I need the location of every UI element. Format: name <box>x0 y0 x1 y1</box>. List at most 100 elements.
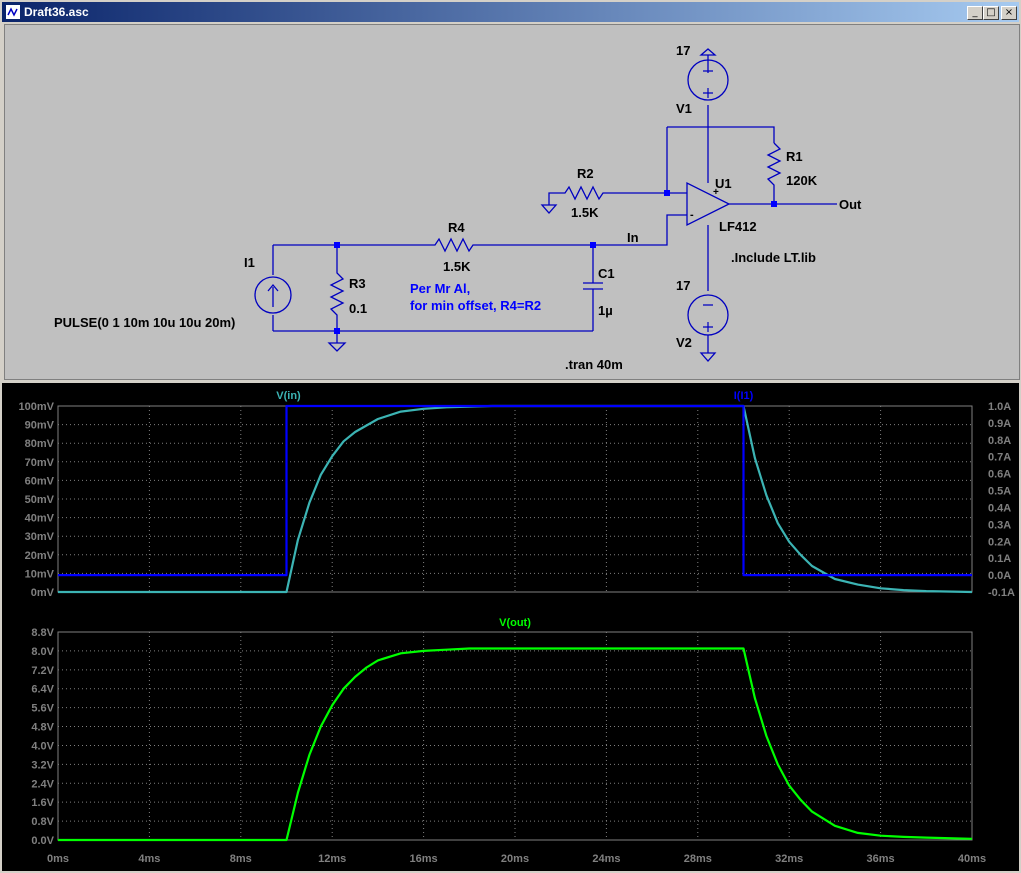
top-left-tick: 0mV <box>31 587 55 599</box>
bottom-left-tick: 2.4V <box>31 778 54 790</box>
r2-ground-symbol <box>540 204 558 214</box>
i1-name-label: I1 <box>244 255 255 270</box>
r4-name-label: R4 <box>448 220 465 235</box>
schematic-canvas[interactable]: 17 V1 R1 120K U1 LF412 + - Out R2 1.5K R… <box>5 25 1019 379</box>
include-directive[interactable]: .Include LT.lib <box>731 250 816 265</box>
net-out-label: Out <box>839 197 862 212</box>
maximize-button[interactable]: □ <box>983 6 999 20</box>
top-right-tick: 0.8A <box>988 435 1011 447</box>
r2-value-label: 1.5K <box>571 205 599 220</box>
trace-label-ii1[interactable]: I(I1) <box>734 390 754 402</box>
x-tick-label: 12ms <box>318 853 346 865</box>
r1-name-label: R1 <box>786 149 803 164</box>
top-plot-pane[interactable]: 100mV90mV80mV70mV60mV50mV40mV30mV20mV10m… <box>19 390 1015 599</box>
bottom-left-tick: 0.0V <box>31 835 54 847</box>
r2-symbol <box>548 185 687 205</box>
bottom-left-tick: 8.0V <box>31 646 54 658</box>
title-bar[interactable]: Draft36.asc _ □ × <box>2 2 1019 22</box>
ltspice-app-icon <box>6 5 20 19</box>
r4-value-label: 1.5K <box>443 259 471 274</box>
r3-symbol <box>329 245 345 331</box>
x-tick-label: 4ms <box>138 853 160 865</box>
close-button[interactable]: × <box>1001 6 1017 20</box>
x-tick-label: 8ms <box>230 853 252 865</box>
top-right-tick: 0.6A <box>988 469 1011 481</box>
opamp-plus-sign: + <box>713 187 719 198</box>
r3-name-label: R3 <box>349 276 366 291</box>
top-left-tick: 70mV <box>25 457 55 469</box>
trace-label-vout[interactable]: V(out) <box>499 617 531 629</box>
x-tick-label: 32ms <box>775 853 803 865</box>
v1-top-wire <box>699 48 717 73</box>
opamp-minus-sign: - <box>690 209 694 221</box>
wires <box>254 48 837 362</box>
source-polarity <box>703 70 713 332</box>
r2-name-label: R2 <box>577 166 594 181</box>
top-left-tick: 10mV <box>25 568 55 580</box>
top-left-tick: 50mV <box>25 494 55 506</box>
top-right-tick: 1.0A <box>988 401 1011 413</box>
window-title: Draft36.asc <box>24 5 89 19</box>
bottom-left-tick: 1.6V <box>31 797 54 809</box>
bottom-left-tick: 0.8V <box>31 816 54 828</box>
top-left-tick: 40mV <box>25 513 55 525</box>
comment-line1[interactable]: Per Mr Al, <box>410 281 470 296</box>
r1-symbol <box>766 142 782 187</box>
top-right-tick: 0.2A <box>988 536 1011 548</box>
top-right-tick: -0.1A <box>988 587 1015 599</box>
top-right-tick: 0.7A <box>988 452 1011 464</box>
top-right-tick: 0.4A <box>988 502 1011 514</box>
c1-value-label: 1µ <box>598 303 613 318</box>
top-left-tick: 20mV <box>25 550 55 562</box>
v1-value-label: 17 <box>676 43 690 58</box>
top-right-tick: 0.3A <box>988 519 1011 531</box>
bottom-left-tick: 8.8V <box>31 627 54 639</box>
u1-name-label: U1 <box>715 176 732 191</box>
top-left-tick: 30mV <box>25 531 55 543</box>
bottom-left-tick: 6.4V <box>31 684 54 696</box>
v2-name-label: V2 <box>676 335 692 350</box>
x-tick-label: 40ms <box>958 853 986 865</box>
bottom-plot-pane[interactable]: 8.8V 8.0V 7.2V 6.4V 5.6V 4.8V 4.0V 3.2V 2.4V 1.6V… <box>31 617 986 865</box>
bottom-left-tick: 5.6V <box>31 703 54 715</box>
comment-line2[interactable]: for min offset, R4=R2 <box>410 298 541 313</box>
opamp-triangle <box>686 181 731 227</box>
top-right-tick: 0.1A <box>988 553 1011 565</box>
x-tick-label: 36ms <box>867 853 895 865</box>
r1-value-label: 120K <box>786 173 818 188</box>
v1-source-symbol <box>687 59 729 101</box>
junction-dots <box>334 190 777 334</box>
minimize-button[interactable]: _ <box>967 6 983 20</box>
top-right-tick: 0.0A <box>988 570 1011 582</box>
bottom-left-tick: 7.2V <box>31 665 54 677</box>
net-in-label: In <box>627 230 639 245</box>
x-tick-label: 28ms <box>684 853 712 865</box>
top-right-tick: 0.5A <box>988 486 1011 498</box>
x-tick-label: 24ms <box>592 853 620 865</box>
i1-value-label: PULSE(0 1 10m 10u 10u 20m) <box>54 315 235 330</box>
trace-ii1[interactable] <box>58 404 972 577</box>
top-left-tick: 90mV <box>25 420 55 432</box>
x-tick-label: 0ms <box>47 853 69 865</box>
r4-symbol <box>337 237 593 253</box>
schematic-editor[interactable]: 17 V1 R1 120K U1 LF412 + - Out R2 1.5K R… <box>4 24 1020 380</box>
bottom-left-tick: 4.8V <box>31 722 54 734</box>
bottom-left-tick: 3.2V <box>31 759 54 771</box>
v1-name-label: V1 <box>676 101 692 116</box>
v2-ground-symbol <box>699 335 717 362</box>
bottom-left-tick: 4.0V <box>31 740 54 752</box>
top-left-tick: 60mV <box>25 475 55 487</box>
v2-value-label: 17 <box>676 278 690 293</box>
trace-vout[interactable] <box>58 647 973 842</box>
top-left-tick: 80mV <box>25 438 55 450</box>
tran-directive[interactable]: .tran 40m <box>565 357 623 372</box>
c1-name-label: C1 <box>598 266 615 281</box>
top-right-tick: 0.9A <box>988 418 1011 430</box>
waveform-canvas[interactable]: 100mV90mV80mV70mV60mV50mV40mV30mV20mV10m… <box>2 383 1019 871</box>
u1-model-label: LF412 <box>719 219 757 234</box>
r3-value-label: 0.1 <box>349 301 367 316</box>
c1-symbol <box>583 245 603 331</box>
trace-label-vin[interactable]: V(in) <box>276 390 301 402</box>
